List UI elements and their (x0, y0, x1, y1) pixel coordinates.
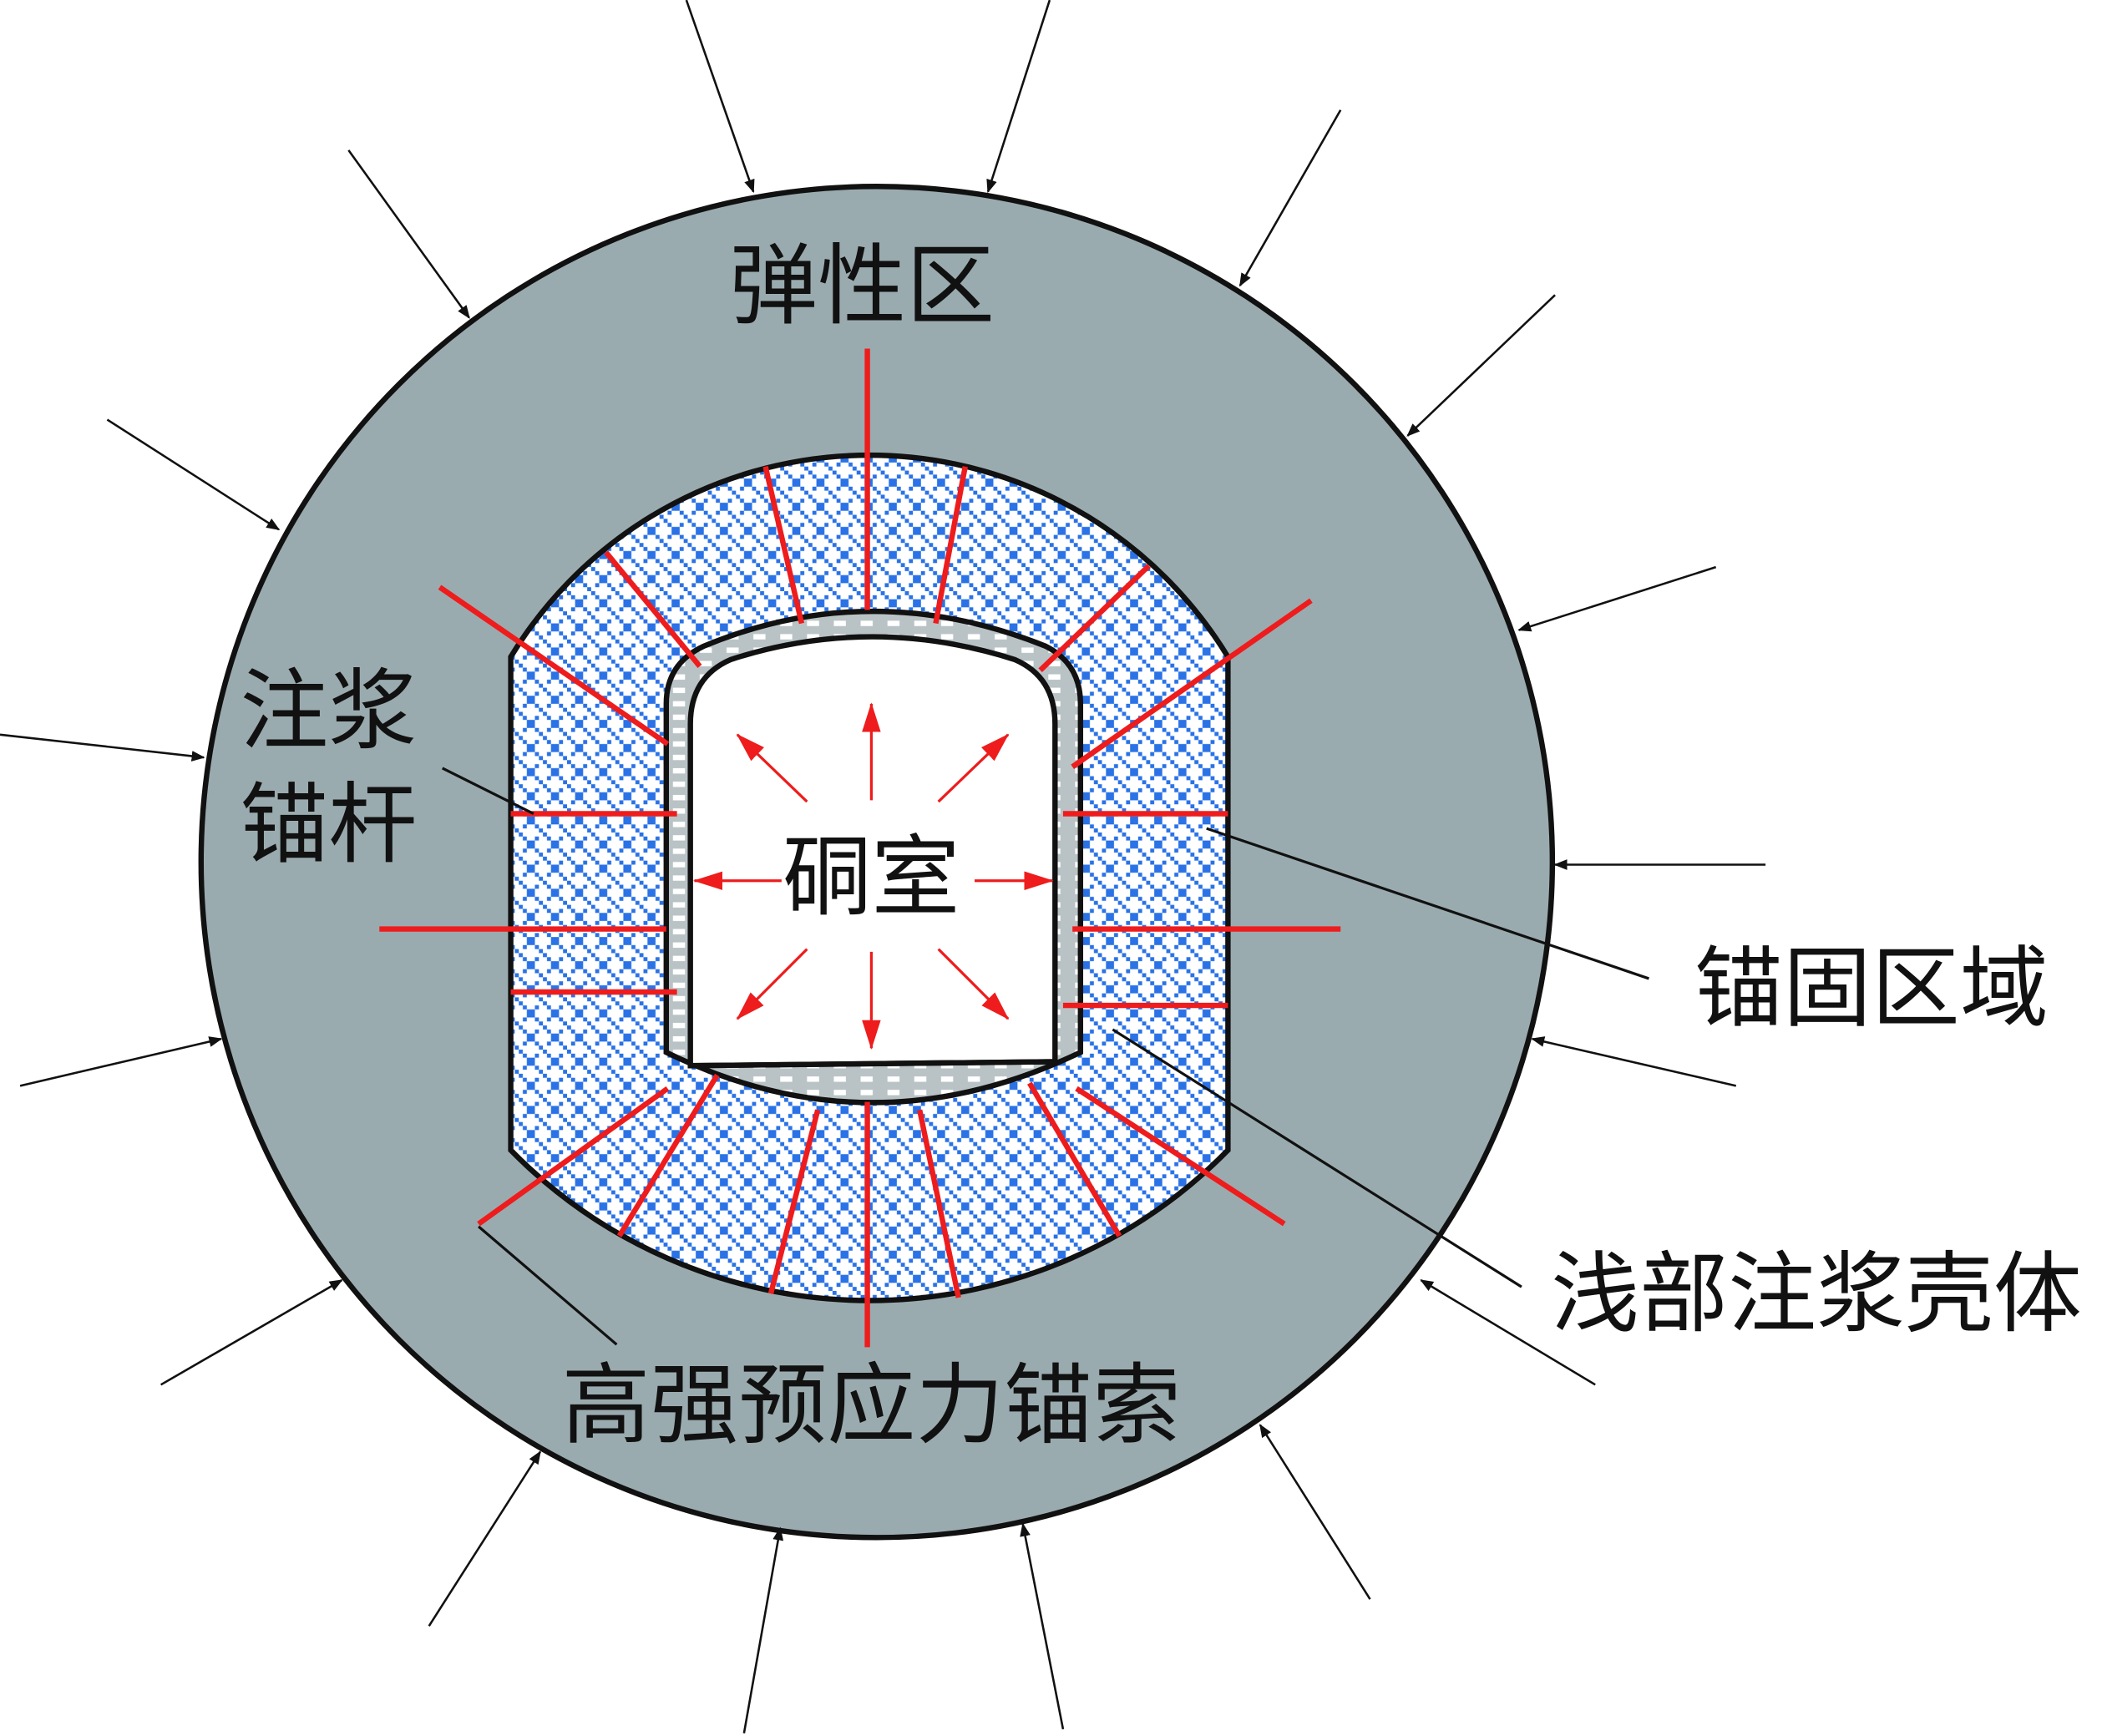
anchor-bolt (616, 1073, 720, 1237)
anchor-bolt (1027, 1081, 1122, 1237)
load-arrow (986, 0, 1051, 194)
load-arrow (106, 418, 281, 531)
chamber-floor (690, 1059, 1056, 1069)
label-prestressed-cable: 高强预应力锚索 (562, 1354, 1182, 1456)
anchor-bolt (1038, 564, 1151, 673)
leader-cable (478, 1225, 618, 1346)
leader-grouted-bolt (442, 767, 534, 815)
load-arrow (1020, 1522, 1065, 1730)
load-arrow (742, 1526, 784, 1733)
label-chamber: 硐室 (783, 826, 960, 929)
load-arrow (1238, 109, 1342, 287)
pressure-arrow (937, 733, 1010, 803)
load-arrow (685, 0, 755, 194)
anchor-bolt (933, 466, 968, 625)
pressure-arrow (736, 948, 808, 1020)
anchor-bolt (477, 1086, 670, 1227)
pressure-arrow (736, 733, 808, 803)
outer-load-arrows (0, 0, 1766, 1733)
leader-grout-shell (1112, 1028, 1522, 1288)
chamber (687, 634, 1058, 1069)
anchor-bolt (1071, 598, 1313, 769)
anchor-bolt (767, 1109, 821, 1294)
label-anchorage-zone: 锚固区域 (1694, 937, 2049, 1040)
load-arrow (1517, 565, 1717, 632)
leader-anchorage-zone (1206, 827, 1649, 980)
label-grout-shell: 浅部注浆壳体 (1551, 1243, 2082, 1345)
label-elastic-zone: 弹性区 (729, 235, 995, 337)
load-arrow (1420, 1279, 1596, 1386)
label-grouted-bolt-2: 锚杆 (240, 773, 417, 876)
load-arrow (160, 1278, 343, 1386)
load-arrow (19, 1036, 223, 1087)
leader-lines (442, 767, 1649, 1346)
anchor-bolt (762, 466, 805, 625)
anchor-bolt (1075, 1086, 1286, 1227)
load-arrow (1531, 1036, 1737, 1087)
pressure-arrow (937, 948, 1010, 1020)
anchor-bolt (604, 550, 702, 668)
bolts-group (379, 348, 1341, 1348)
load-arrow (1406, 294, 1556, 437)
anchor-bolt (917, 1109, 961, 1298)
load-arrow (428, 1450, 541, 1627)
anchor-bolt (438, 585, 670, 747)
load-arrow (0, 733, 205, 762)
load-arrow (1259, 1424, 1371, 1600)
inner-arrows (692, 702, 1054, 1050)
load-arrow (347, 149, 470, 319)
label-grouted-bolt-1: 注浆 (240, 660, 417, 762)
